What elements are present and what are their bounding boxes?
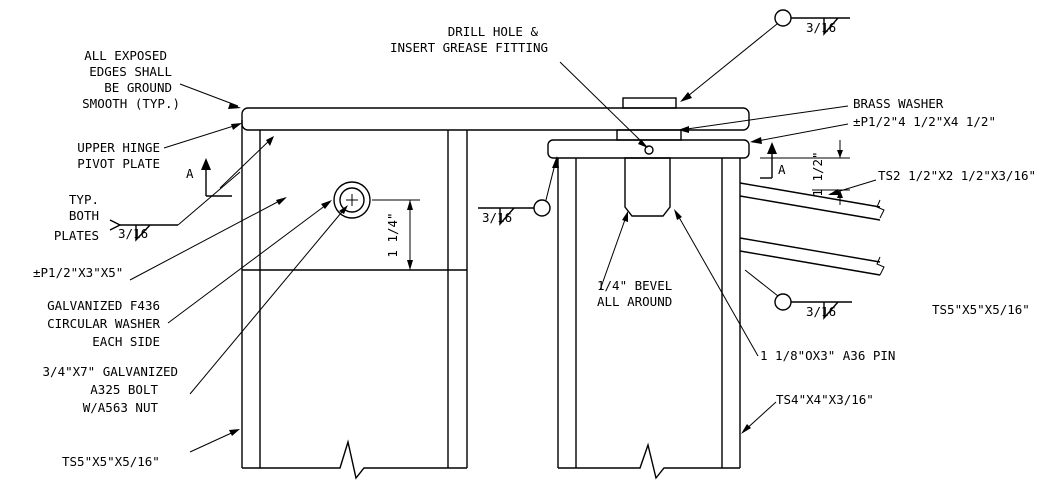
section-mark-left: A xyxy=(186,158,232,197)
leader-lines xyxy=(129,61,877,453)
svg-text:BE GROUND: BE GROUND xyxy=(104,80,172,95)
label-typ-both: TYP. BOTH PLATES xyxy=(54,192,99,243)
svg-text:EACH SIDE: EACH SIDE xyxy=(92,334,160,349)
svg-text:W/A563 NUT: W/A563 NUT xyxy=(83,400,159,415)
section-mark-right: A xyxy=(760,142,786,179)
label-bevel: 1/4" BEVEL ALL AROUND xyxy=(597,278,672,309)
label-washer: GALVANIZED F436 CIRCULAR WASHER EACH SID… xyxy=(47,298,160,349)
label-ts-mid: TS4"X4"X3/16" xyxy=(776,392,874,407)
svg-text:CIRCULAR WASHER: CIRCULAR WASHER xyxy=(47,316,160,331)
label-ts-left: TS5"X5"X5/16" xyxy=(62,454,160,469)
svg-text:A325 BOLT: A325 BOLT xyxy=(90,382,158,397)
svg-text:SMOOTH (TYP.): SMOOTH (TYP.) xyxy=(82,96,180,111)
svg-text:INSERT GREASE FITTING: INSERT GREASE FITTING xyxy=(390,40,548,55)
grease-hole xyxy=(644,145,654,155)
label-ts-right: TS5"X5"X5/16" xyxy=(932,302,1030,317)
svg-text:DRILL HOLE &: DRILL HOLE & xyxy=(448,24,539,39)
diagonal-tube-upper xyxy=(739,182,885,221)
weld-left-label: 3/16 xyxy=(118,226,148,241)
svg-text:1/4" BEVEL: 1/4" BEVEL xyxy=(597,278,672,293)
weld-symbol-top: 3/16 xyxy=(680,9,850,102)
pin xyxy=(624,157,671,217)
grease-fitting-block xyxy=(622,97,677,109)
label-plate: ±P1/2"X3"X5" xyxy=(33,265,123,280)
svg-text:TYP.: TYP. xyxy=(69,192,99,207)
lower-hinge-plate xyxy=(547,139,750,159)
svg-text:ALL AROUND: ALL AROUND xyxy=(597,294,672,309)
svg-text:ALL EXPOSED: ALL EXPOSED xyxy=(84,48,167,63)
label-exposed-edges: ALL EXPOSED EDGES SHALL BE GROUND SMOOTH… xyxy=(82,48,180,111)
svg-text:UPPER HINGE: UPPER HINGE xyxy=(77,140,160,155)
weld-symbol-mid: 3/16 xyxy=(478,156,559,226)
label-bolt: 3/4"X7" GALVANIZED A325 BOLT W/A563 NUT xyxy=(43,364,178,415)
weld-top-label: 3/16 xyxy=(806,20,836,35)
label-upper-hinge: UPPER HINGE PIVOT PLATE xyxy=(77,140,160,171)
svg-text:EDGES SHALL: EDGES SHALL xyxy=(89,64,172,79)
upper-hinge-plate xyxy=(241,107,750,131)
label-pin: 1 1/8"OX3" A36 PIN xyxy=(760,348,895,363)
svg-text:BOTH: BOTH xyxy=(69,208,99,223)
right-post xyxy=(557,158,741,480)
left-post xyxy=(241,120,468,480)
svg-text:BRASS WASHER: BRASS WASHER xyxy=(853,96,944,111)
weld-symbol-left: 3/16 xyxy=(109,136,274,242)
weld-symbol-right: 3/16 xyxy=(744,269,852,320)
svg-text:PIVOT PLATE: PIVOT PLATE xyxy=(77,156,160,171)
section-mark-left-label: A xyxy=(186,166,194,181)
bolt-circle xyxy=(333,181,371,219)
svg-text:GALVANIZED F436: GALVANIZED F436 xyxy=(47,298,160,313)
plate-dim-label: 1 1/2" xyxy=(810,151,825,196)
label-brass-washer: BRASS WASHER ±P1/2"4 1/2"X4 1/2" xyxy=(853,96,996,129)
diagonal-tube-lower xyxy=(739,237,885,276)
bolt-dimension: 1 1/4" xyxy=(372,199,420,271)
label-ts-diag: TS2 1/2"X2 1/2"X3/16" xyxy=(878,168,1036,183)
svg-text:±P1/2"4 1/2"X4 1/2": ±P1/2"4 1/2"X4 1/2" xyxy=(853,114,996,129)
label-drill-hole: DRILL HOLE & INSERT GREASE FITTING xyxy=(390,24,548,55)
svg-text:PLATES: PLATES xyxy=(54,228,99,243)
bolt-dim-label: 1 1/4" xyxy=(385,212,400,257)
section-mark-right-label: A xyxy=(778,162,786,177)
weld-right-label: 3/16 xyxy=(806,304,836,319)
svg-text:3/4"X7" GALVANIZED: 3/4"X7" GALVANIZED xyxy=(43,364,178,379)
weld-mid-label: 3/16 xyxy=(482,210,512,225)
brass-washer xyxy=(616,129,682,141)
